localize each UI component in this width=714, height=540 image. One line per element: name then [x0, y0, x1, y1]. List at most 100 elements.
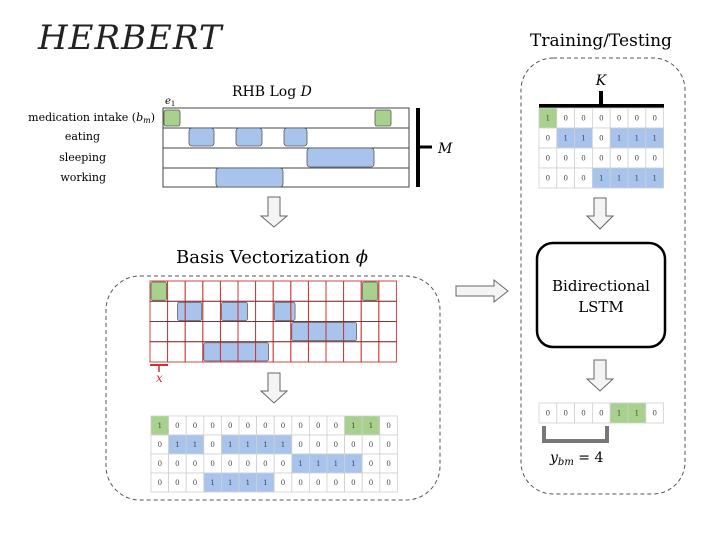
matrix-value: 0	[581, 154, 585, 162]
basis-event	[273, 301, 296, 321]
matrix-value: 0	[210, 422, 214, 430]
basis-event	[361, 281, 379, 301]
grid-cell	[378, 321, 397, 343]
matrix-cell	[379, 472, 398, 493]
matrix-value: 0	[210, 460, 214, 468]
grid-cell	[149, 341, 169, 363]
grid-cell	[202, 280, 221, 302]
k-label: K	[595, 73, 608, 89]
output-value: 1	[617, 410, 621, 418]
grid-cell	[272, 321, 292, 343]
matrix-value: 1	[581, 134, 585, 142]
grid-cell	[219, 280, 239, 302]
matrix-value: 0	[193, 460, 197, 468]
matrix-value: 1	[652, 134, 656, 142]
matrix-value: 1	[193, 441, 197, 449]
matrix-value: 0	[175, 460, 179, 468]
matrix-value: 0	[563, 114, 567, 122]
grid-cell	[325, 341, 345, 363]
log-row	[162, 107, 410, 129]
grid-cell	[343, 280, 362, 302]
grid-cell	[202, 300, 221, 322]
grid-cell	[343, 341, 362, 363]
matrix-value: 0	[369, 460, 373, 468]
basis-event	[150, 281, 167, 301]
matrix-value: 0	[581, 114, 585, 122]
output-value: 0	[581, 410, 585, 418]
output-value: 1	[635, 410, 639, 418]
event-sleeping	[306, 147, 375, 168]
grid-cell	[325, 280, 345, 302]
grid-cell	[307, 341, 327, 363]
matrix-value: 0	[617, 154, 621, 162]
matrix-value: 0	[546, 134, 550, 142]
event-eating	[283, 127, 308, 147]
m-label: M	[437, 141, 453, 157]
matrix-value: 0	[563, 174, 567, 182]
matrix-value: 1	[298, 460, 302, 468]
matrix-cell	[645, 167, 664, 189]
matrix-value: 0	[228, 422, 232, 430]
matrix-value: 1	[246, 479, 250, 487]
event-medication	[374, 109, 392, 127]
matrix-value: 1	[334, 460, 338, 468]
event-working	[215, 167, 284, 188]
output-cell	[645, 402, 664, 424]
page-title: HERBERT	[38, 18, 223, 58]
matrix-value: 0	[246, 422, 250, 430]
matrix-value: 0	[158, 479, 162, 487]
arrow-down-icon	[259, 372, 289, 404]
matrix-value: 0	[546, 174, 550, 182]
matrix-value: 0	[263, 422, 267, 430]
matrix-value: 0	[298, 479, 302, 487]
grid-cell	[378, 280, 397, 302]
matrix-value: 0	[652, 114, 656, 122]
matrix-value: 0	[351, 479, 355, 487]
grid-cell	[255, 280, 274, 302]
matrix-value: 0	[546, 154, 550, 162]
matrix-value: 1	[635, 174, 639, 182]
log-rows	[162, 107, 410, 188]
matrix-value: 0	[599, 134, 603, 142]
matrix-value: 0	[369, 479, 373, 487]
matrix-value: 0	[581, 174, 585, 182]
grid-cell	[184, 341, 204, 363]
matrix-value: 1	[210, 479, 214, 487]
matrix-value: 1	[617, 134, 621, 142]
grid-cell	[184, 321, 204, 343]
matrix-value: 1	[563, 134, 567, 142]
matrix-value: 1	[228, 441, 232, 449]
matrix-value: 0	[158, 441, 162, 449]
matrix-value: 0	[210, 441, 214, 449]
basis-container	[105, 275, 441, 501]
matrix-value: 0	[652, 154, 656, 162]
matrix-value: 0	[193, 422, 197, 430]
matrix-value: 0	[599, 114, 603, 122]
grid-cell	[219, 321, 239, 343]
grid-cell	[307, 300, 327, 322]
event-eating	[188, 127, 215, 147]
row-label-working: working	[60, 171, 106, 184]
matrix-value: 1	[175, 441, 179, 449]
matrix-value: 0	[298, 422, 302, 430]
basis-grid	[149, 280, 397, 363]
basis-event	[291, 322, 358, 342]
lstm-box	[535, 241, 667, 349]
x-label: x	[156, 371, 163, 385]
basis-event	[177, 301, 203, 321]
grid-cell	[360, 321, 380, 343]
basis-title: Basis Vectorization ϕ	[176, 247, 368, 268]
grid-cell	[325, 300, 345, 322]
lstm-label-line2: LSTM	[578, 298, 624, 316]
grid-cell	[272, 341, 292, 363]
matrix-value: 0	[599, 154, 603, 162]
matrix-value: 0	[246, 460, 250, 468]
matrix-value: 0	[228, 460, 232, 468]
matrix-value: 0	[281, 422, 285, 430]
matrix-value: 0	[563, 154, 567, 162]
matrix-value: 1	[263, 479, 267, 487]
